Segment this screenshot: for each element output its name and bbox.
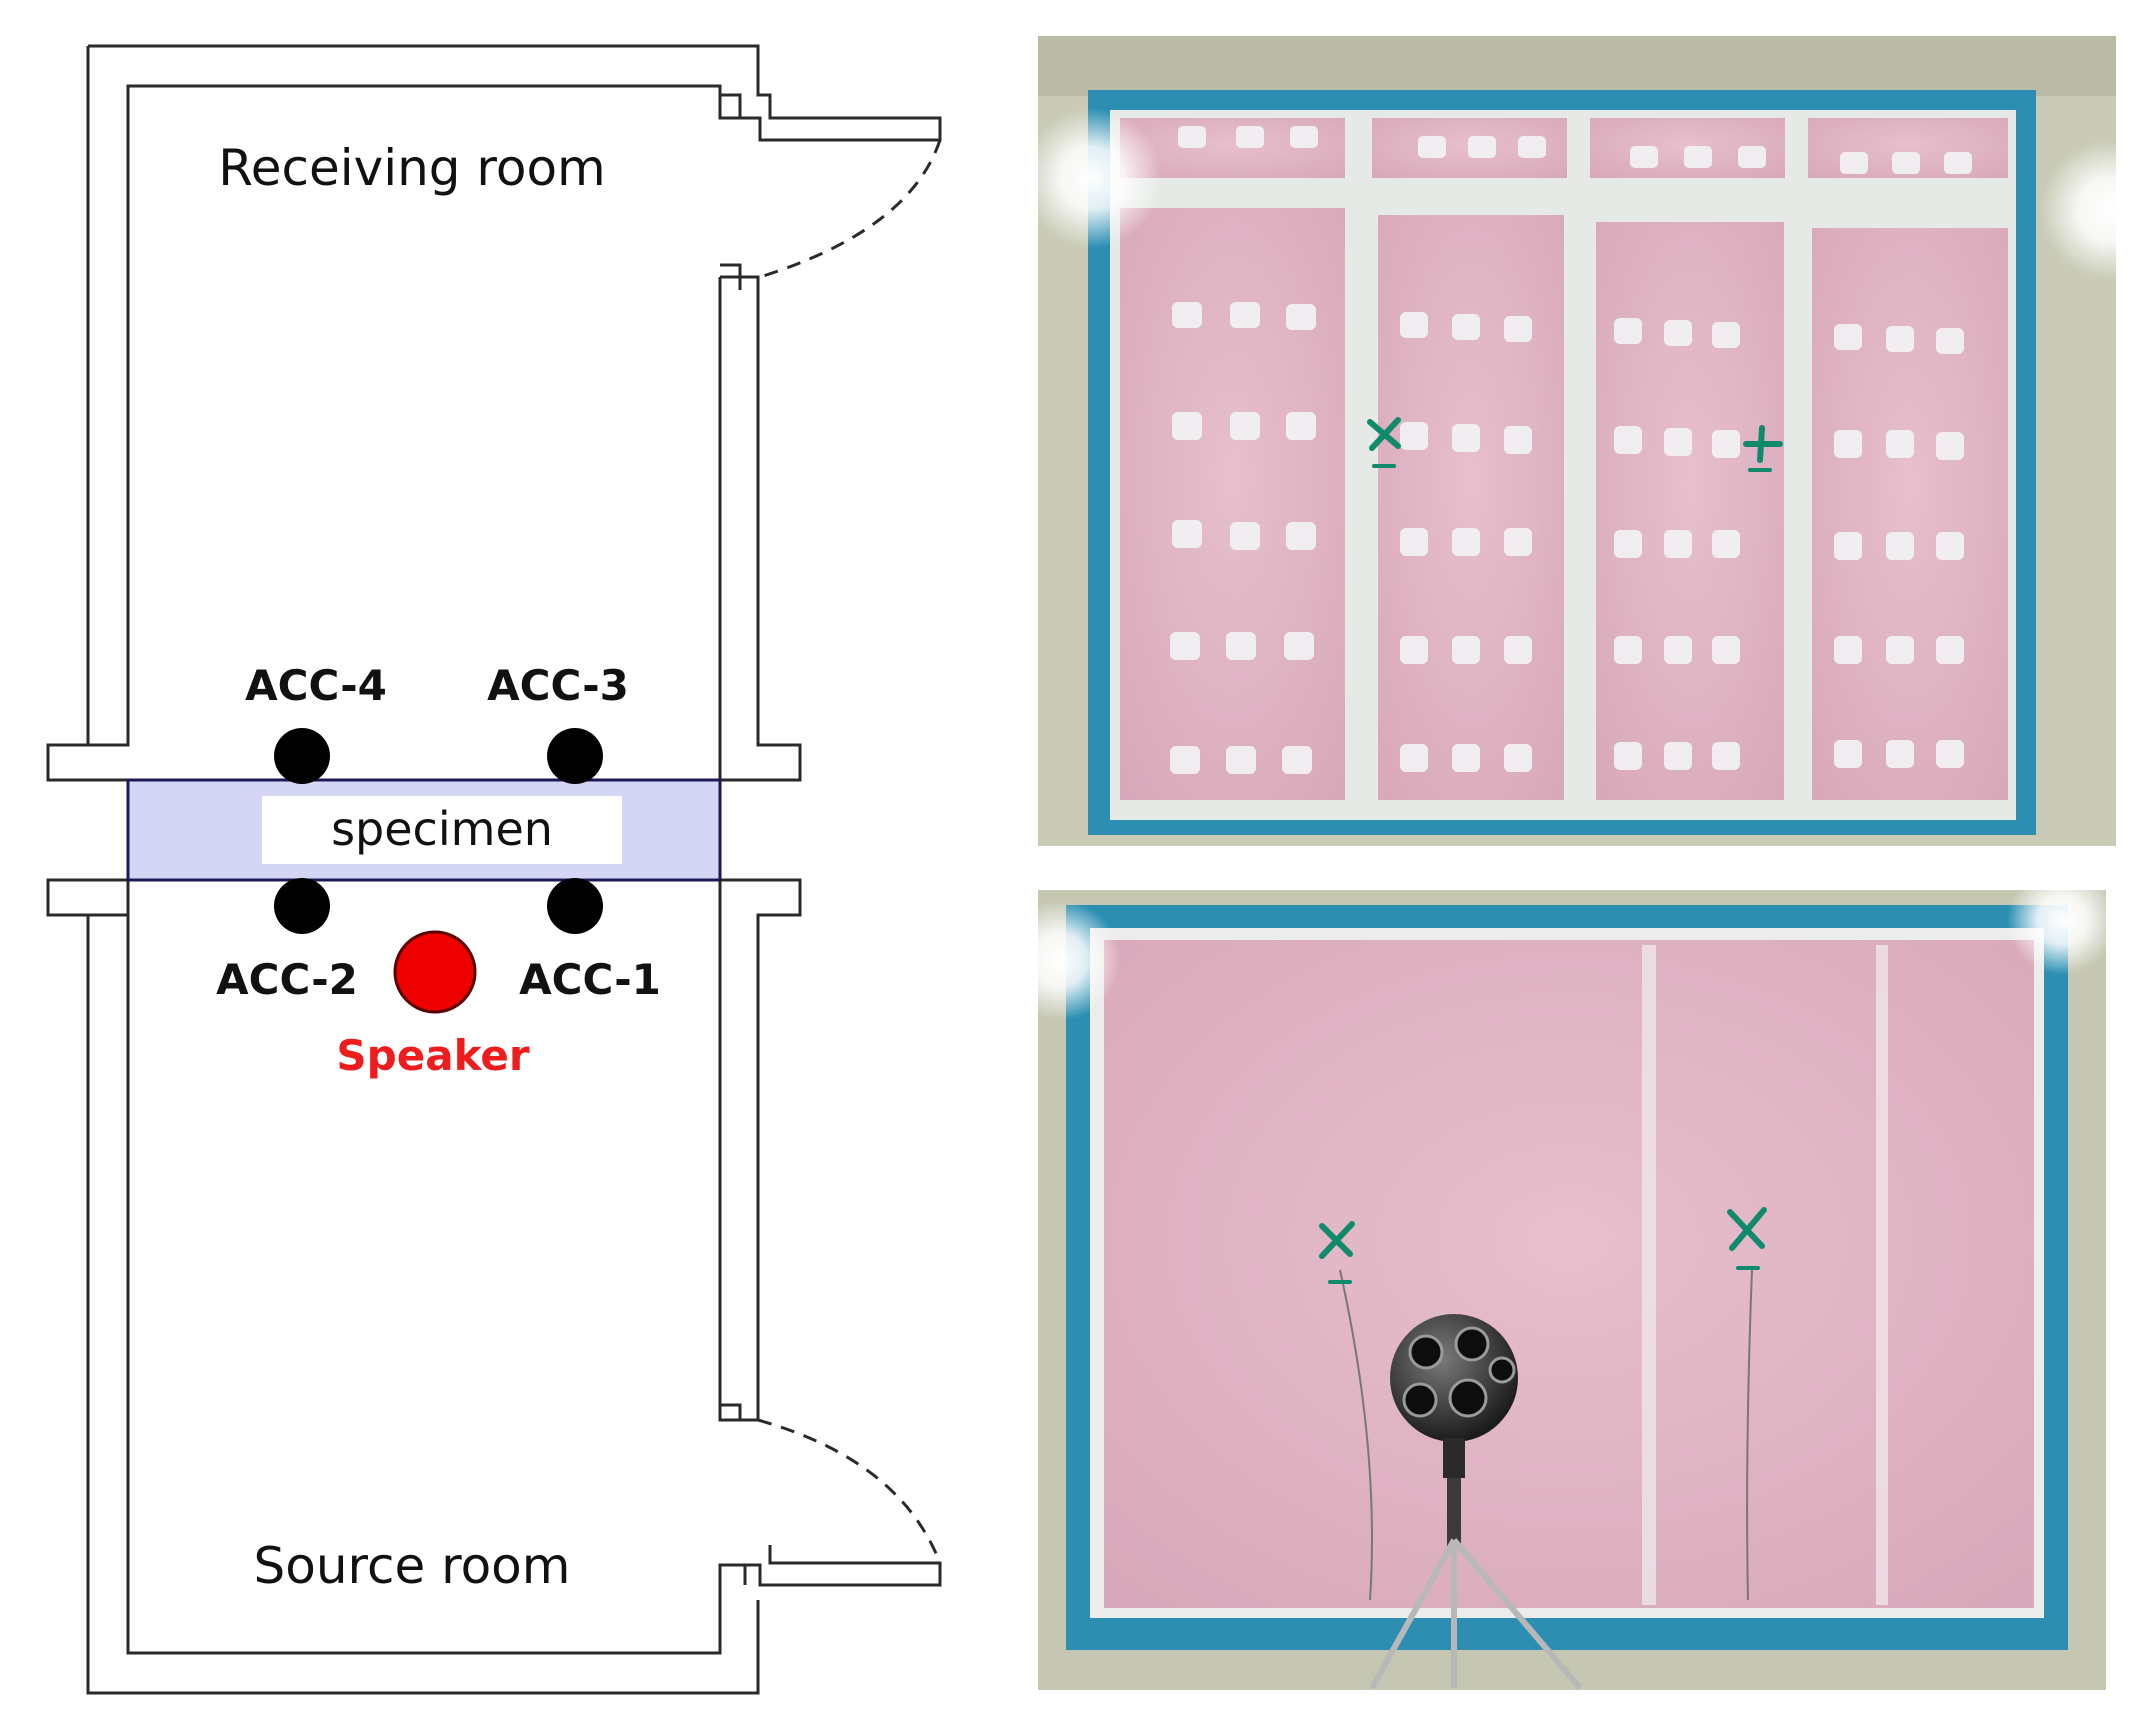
acc-2-label: ACC-2 <box>216 955 358 1004</box>
source-room-walls <box>46 878 942 1695</box>
specimen-label-box <box>262 796 622 864</box>
acc-3-sensor <box>547 728 603 784</box>
speaker-marker <box>393 930 477 1014</box>
photo1-markers <box>1367 417 1783 472</box>
acc-1-label: ACC-1 <box>519 955 661 1004</box>
floor-plan: specimen Receiving room Source room ACC-… <box>46 44 942 1695</box>
acc-4-label: ACC-4 <box>245 661 387 710</box>
photo2-markers <box>1319 1207 1767 1284</box>
photo2-panel <box>1104 940 2034 1608</box>
tripod <box>1369 1478 1583 1690</box>
acc-3-label: ACC-3 <box>487 661 629 710</box>
receiving-room-walls <box>46 44 942 782</box>
source-room-label: Source room <box>254 1537 571 1595</box>
acc-4-sensor <box>274 728 330 784</box>
receiving-room-label: Receiving room <box>218 139 606 197</box>
photo-source-side <box>1000 865 2117 1690</box>
acc-2-sensor <box>274 878 330 934</box>
specimen-label: specimen <box>331 802 553 856</box>
dodecahedron-speaker <box>1390 1314 1518 1478</box>
speaker-label: Speaker <box>336 1031 529 1080</box>
photo-receiving-side <box>1022 36 2141 846</box>
photo1-patches <box>1170 126 1972 774</box>
acc-1-sensor <box>547 878 603 934</box>
